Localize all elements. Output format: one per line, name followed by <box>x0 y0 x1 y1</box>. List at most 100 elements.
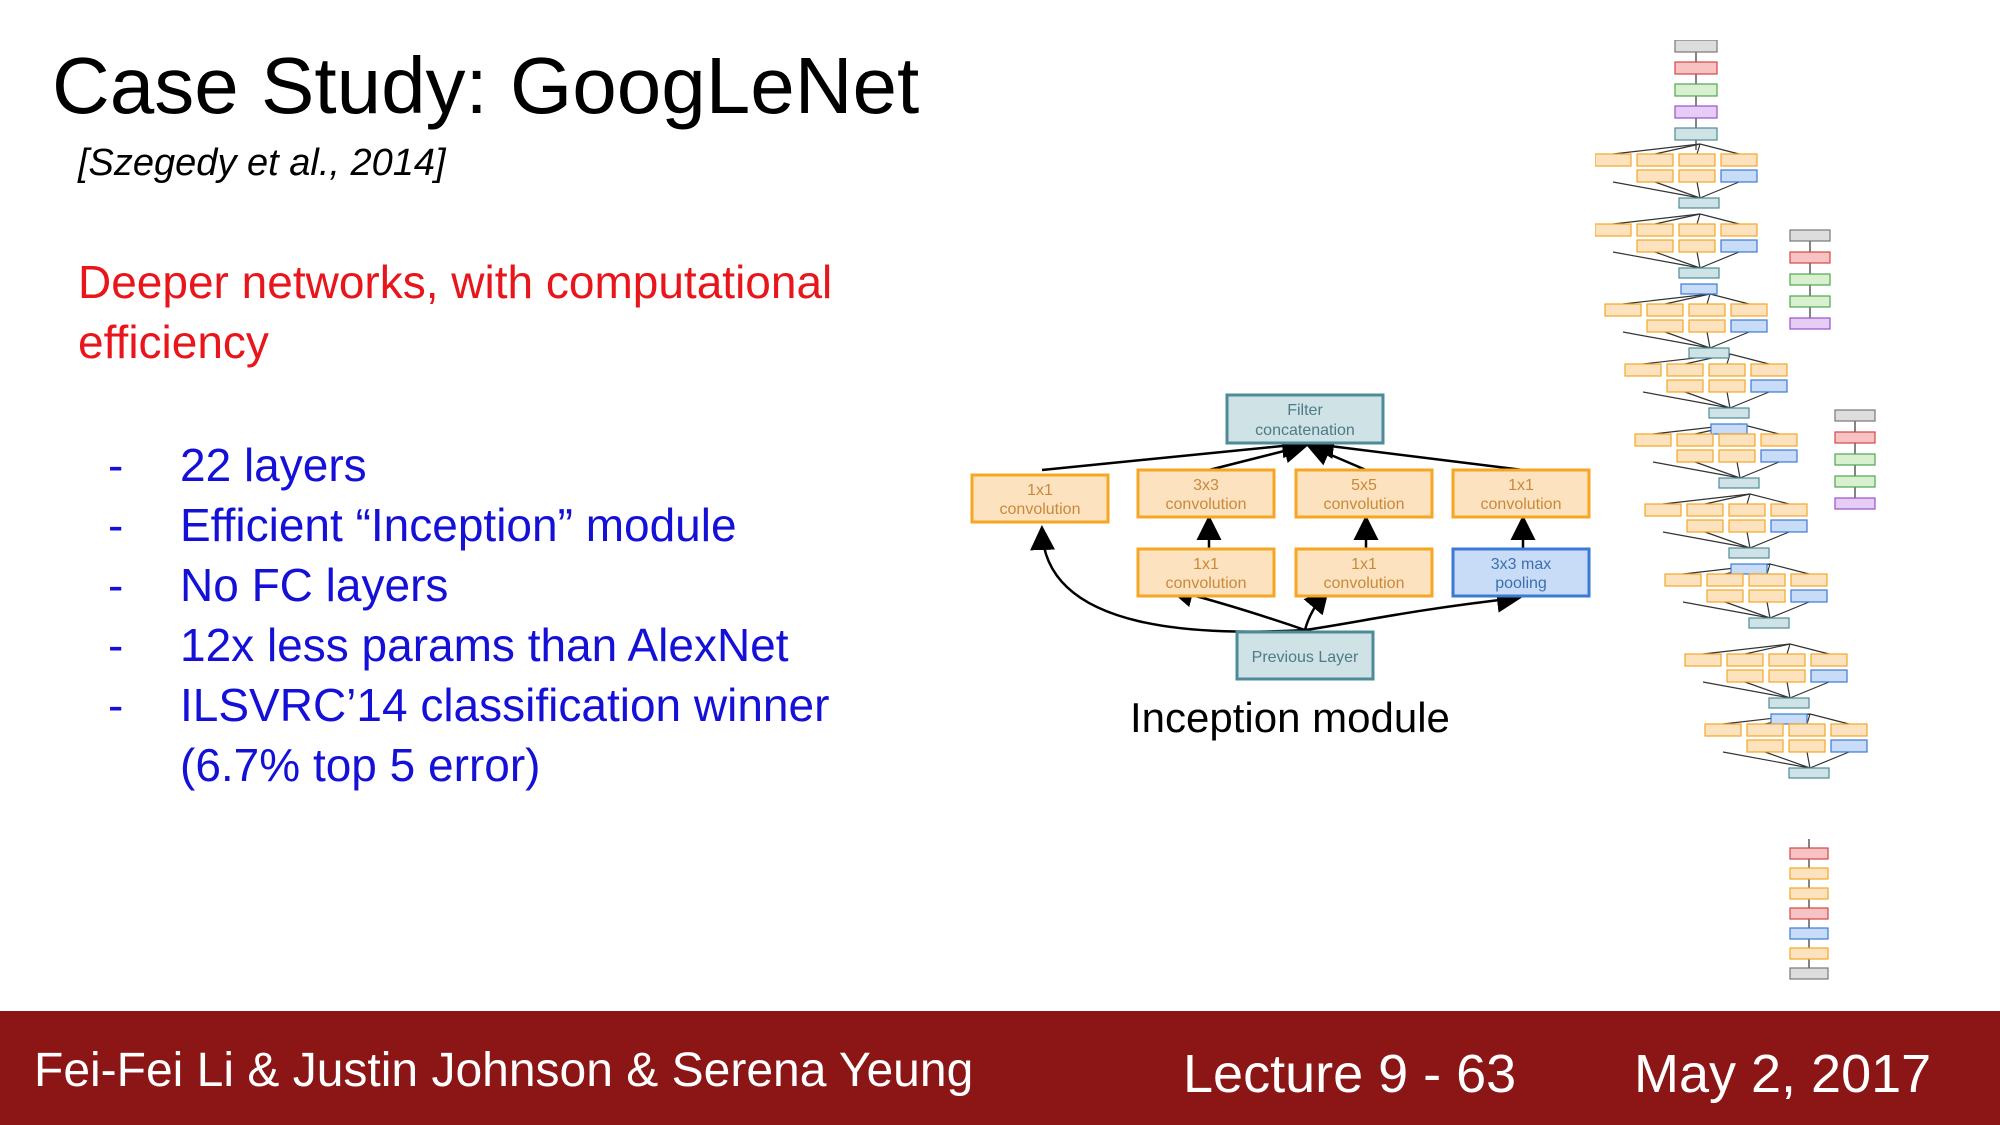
thumbnail-layer-box <box>1674 40 1718 53</box>
thumbnail-layer-box <box>1636 223 1674 237</box>
bullet-item: -ILSVRC’14 classification winner (6.7% t… <box>108 675 940 795</box>
bullet-list: -22 layers -Efficient “Inception” module… <box>108 435 940 795</box>
thumbnail-layer-box <box>1674 61 1718 75</box>
thumbnail-layer-box <box>1686 503 1724 517</box>
thumbnail-layer-box <box>1834 453 1876 466</box>
intro-text: Deeper networks, with computational effi… <box>78 256 833 368</box>
footer-bar: Fei-Fei Li & Justin Johnson & Serena Yeu… <box>0 1011 2000 1125</box>
thumbnail-edge <box>1726 391 1731 409</box>
thumbnail-edge <box>1694 461 1741 479</box>
bullet-marker: - <box>108 559 124 611</box>
thumbnail-edge <box>1809 751 1850 769</box>
thumbnail-layer-box <box>1768 697 1810 709</box>
thumbnail-layer-box <box>1646 303 1684 317</box>
bullet-marker: - <box>108 679 124 731</box>
thumbnail-edge <box>1662 493 1751 505</box>
thumbnail-layer-box <box>1624 363 1662 377</box>
thumbnail-edge <box>1622 331 1711 349</box>
thumbnail-edge <box>1642 391 1731 409</box>
thumbnail-edge <box>1682 601 1771 619</box>
thumbnail-layer-box <box>1604 303 1642 317</box>
box-label: 3x3 max <box>1491 556 1551 573</box>
thumbnail-layer-box <box>1720 239 1758 253</box>
bullet-text: 12x less params than AlexNet <box>180 619 789 671</box>
box-label: 1x1 <box>1508 477 1534 494</box>
thumbnail-edge <box>1709 293 1750 305</box>
thumbnail-edge <box>1664 331 1711 349</box>
thumbnail-layer-box <box>1718 433 1756 447</box>
box-label: convolution <box>1166 496 1247 513</box>
thumbnail-edge <box>1699 181 1740 199</box>
thumbnail-layer-box <box>1728 503 1766 517</box>
thumbnail-layer-box <box>1708 363 1746 377</box>
thumbnail-layer-box <box>1595 223 1632 237</box>
box-label: 1x1 <box>1027 482 1053 499</box>
bullet-item: - No FC layers <box>108 555 940 615</box>
bullet-text: Efficient “Inception” module <box>180 499 737 551</box>
bullet-text: 22 layers <box>180 439 367 491</box>
conv-5x5-box: 5x5 convolution <box>1294 468 1434 519</box>
thumbnail-edges <box>1612 52 1856 968</box>
thumbnail-layer-box <box>1788 723 1826 737</box>
thumbnail-layer-box <box>1708 379 1746 393</box>
thumbnail-layer-box <box>1770 503 1808 517</box>
thumbnail-edge <box>1662 531 1751 549</box>
thumbnail-layer-box <box>1666 363 1704 377</box>
inception-module-diagram: Filter concatenation 1x1 convolution 3x3… <box>970 393 1591 681</box>
thumbnail-layer-box <box>1789 273 1831 286</box>
thumbnail-layer-box <box>1770 713 1808 725</box>
thumbnail-layer-box <box>1790 573 1828 587</box>
thumbnail-edge <box>1769 601 1810 619</box>
thumbnail-layer-box <box>1789 251 1831 264</box>
thumbnail-edge <box>1664 293 1711 305</box>
thumbnail-layer-box <box>1688 319 1726 333</box>
bullet-marker: - <box>108 499 124 551</box>
bullet-text: No FC layers <box>180 559 449 611</box>
conv-1x1-after-pool-box: 1x1 convolution <box>1451 468 1591 519</box>
box-label: pooling <box>1495 575 1547 592</box>
box-label: 5x5 <box>1351 477 1377 494</box>
thumbnail-layer-box <box>1720 169 1758 183</box>
thumbnail-edge <box>1612 213 1701 225</box>
thumbnail-layer-box <box>1636 169 1674 183</box>
thumbnail-layer-box <box>1789 317 1831 330</box>
thumbnail-layer-box <box>1688 303 1726 317</box>
thumbnail-layer-box <box>1636 153 1674 167</box>
thumbnail-edge <box>1699 143 1740 155</box>
concat-label-1: Filter <box>1287 402 1323 419</box>
thumbnail-edge <box>1746 531 1751 549</box>
thumbnail-layer-box <box>1678 153 1716 167</box>
box-label: convolution <box>1481 496 1562 513</box>
thumbnail-layer-box <box>1760 449 1798 463</box>
thumbnail-edge <box>1724 601 1771 619</box>
thumbnail-edge <box>1736 461 1741 479</box>
thumbnail-edge <box>1702 681 1791 699</box>
thumbnail-edge <box>1699 213 1740 225</box>
thumbnail-layer-box <box>1789 967 1829 980</box>
thumbnail-layer-box <box>1788 739 1826 753</box>
thumbnail-layer-box <box>1706 573 1744 587</box>
thumbnail-layer-box <box>1646 319 1684 333</box>
conv-1x1-box: 1x1 convolution <box>970 473 1110 524</box>
thumbnail-layer-box <box>1746 723 1784 737</box>
thumbnail-layer-box <box>1704 723 1742 737</box>
thumbnail-layer-box <box>1710 423 1748 435</box>
box-label: convolution <box>1166 575 1247 592</box>
thumbnail-layer-box <box>1595 153 1632 167</box>
box-label: 1x1 <box>1193 556 1219 573</box>
arrow-conv2-to-concat <box>1208 438 1309 472</box>
thumbnail-edge <box>1746 493 1751 505</box>
bullet-item: -22 layers <box>108 435 940 495</box>
thumbnail-edge <box>1684 391 1731 409</box>
thumbnail-edge <box>1749 493 1790 505</box>
concat-label-2: concatenation <box>1255 422 1355 439</box>
thumbnail-layer-box <box>1748 589 1786 603</box>
thumbnail-edge <box>1744 681 1791 699</box>
bullet-item: - Efficient “Inception” module <box>108 495 940 555</box>
thumbnail-layer-box <box>1664 573 1702 587</box>
thumbnail-layer-box <box>1678 197 1720 209</box>
thumbnail-edge <box>1749 531 1790 549</box>
thumbnail-layer-box <box>1834 409 1876 422</box>
thumbnail-layer-box <box>1810 669 1848 683</box>
thumbnail-layer-box <box>1750 363 1788 377</box>
